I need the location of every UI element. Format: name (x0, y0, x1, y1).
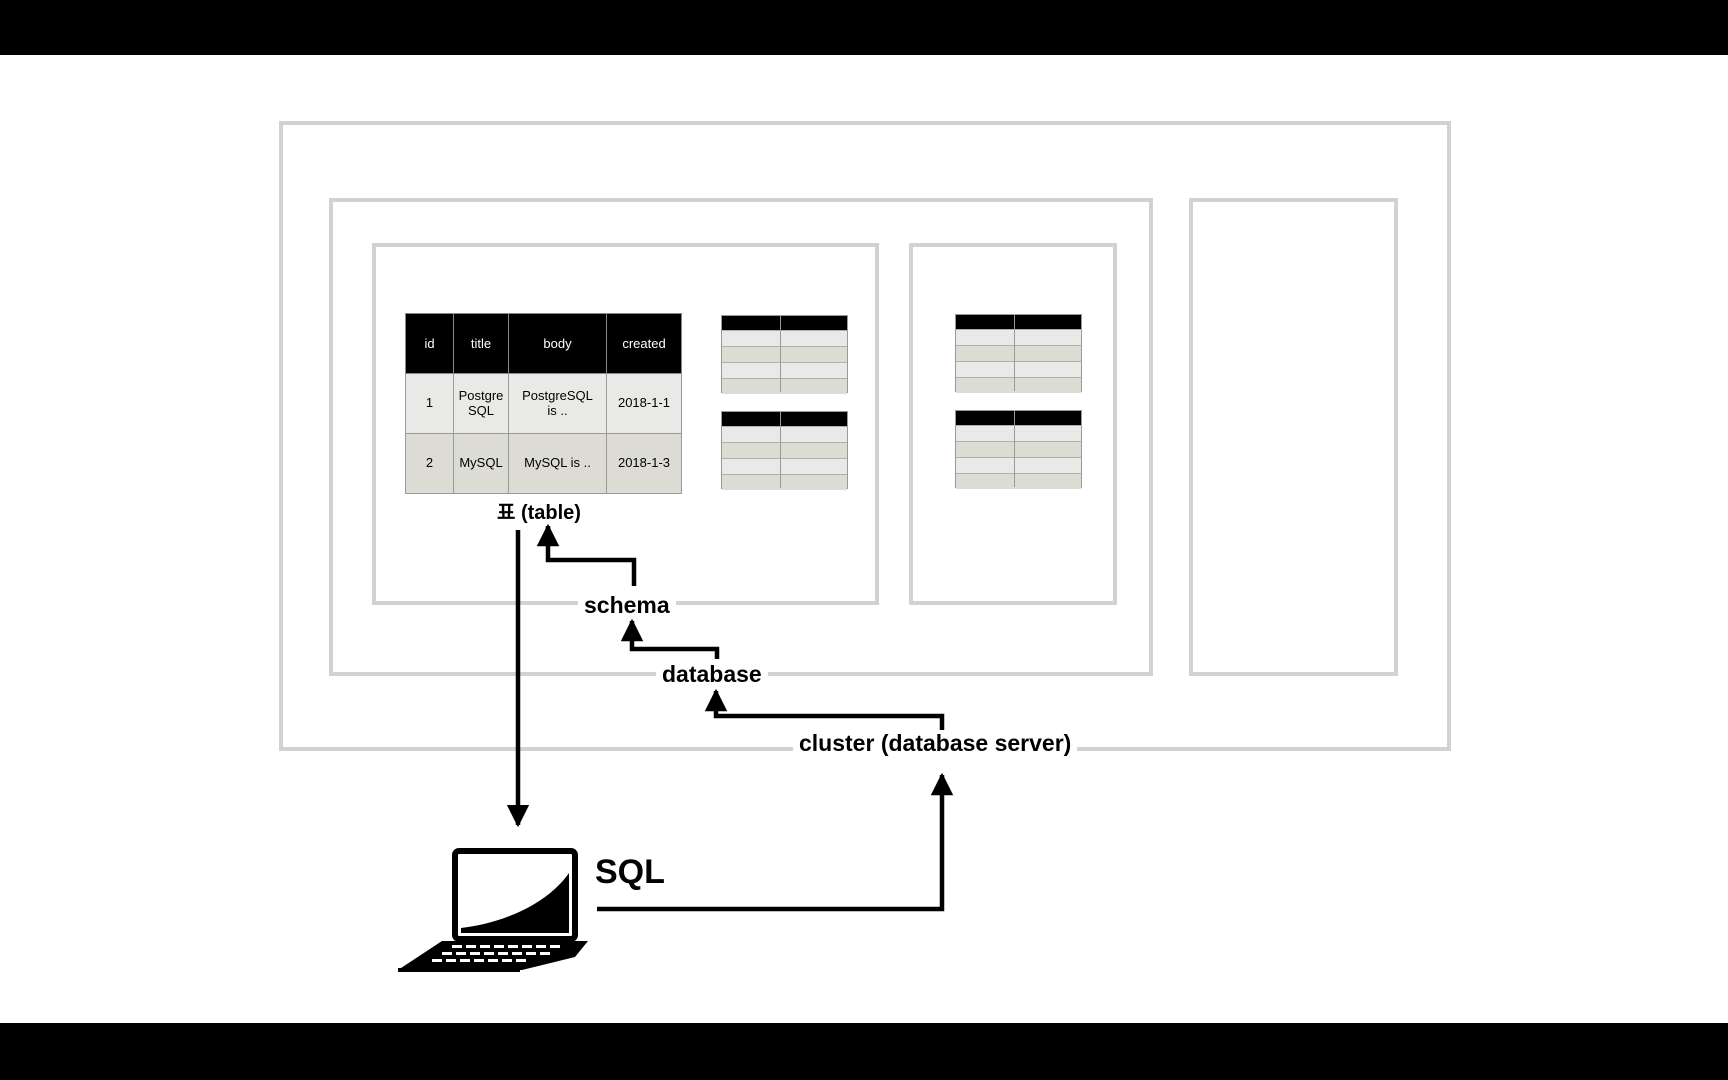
column-header: title (453, 313, 509, 374)
mini-table-row (722, 458, 847, 474)
schema-label: schema (578, 594, 676, 617)
mini-table-row (956, 441, 1081, 457)
mini-table (955, 314, 1082, 393)
mini-table-row (956, 361, 1081, 377)
arrow-database-to-schema (620, 618, 720, 659)
database-label: database (656, 663, 768, 686)
mini-table-row (956, 345, 1081, 361)
sample-table: id title body created 1 Postgre SQL Post… (405, 313, 682, 494)
table-cell: 2 (405, 433, 454, 494)
column-header: body (508, 313, 607, 374)
table-header-row: id title body created (405, 313, 682, 374)
database-box-2 (1189, 198, 1398, 676)
laptop-icon (398, 848, 588, 972)
table-cell: MySQL (453, 433, 509, 494)
mini-table-divider (780, 316, 781, 392)
table-cell: 2018-1-3 (606, 433, 682, 494)
table-cell: MySQL is .. (508, 433, 607, 494)
mini-table-divider (1014, 411, 1015, 487)
mini-table-row (722, 330, 847, 346)
mini-table-divider (780, 412, 781, 488)
mini-table-header (956, 411, 1081, 425)
mini-table-row (722, 442, 847, 458)
mini-table-row (722, 362, 847, 378)
table-label: 표 (table) (493, 503, 585, 523)
mini-table (721, 411, 848, 490)
table-cell: Postgre SQL (453, 373, 509, 434)
mini-table-row (722, 346, 847, 362)
sql-label: SQL (595, 853, 665, 891)
mini-table-divider (1014, 315, 1015, 391)
table-row: 2 MySQL MySQL is .. 2018-1-3 (405, 433, 682, 494)
schema-box-2 (909, 243, 1117, 605)
mini-table-row (956, 425, 1081, 441)
mini-table (955, 410, 1082, 489)
diagram-slide: id title body created 1 Postgre SQL Post… (0, 55, 1728, 1023)
mini-table-row (722, 474, 847, 490)
cluster-label: cluster (database server) (793, 732, 1078, 755)
table-cell: 2018-1-1 (606, 373, 682, 434)
mini-table-row (722, 378, 847, 394)
arrow-sql-to-cluster (597, 772, 954, 912)
mini-table-row (956, 457, 1081, 473)
table-cell: PostgreSQL is .. (508, 373, 607, 434)
arrows-layer (398, 523, 954, 972)
mini-table-header (956, 315, 1081, 329)
arrow-cluster-to-database (704, 688, 945, 730)
mini-table-header (722, 412, 847, 426)
mini-table-row (956, 473, 1081, 489)
column-header: created (606, 313, 682, 374)
mini-table-row (956, 329, 1081, 345)
mini-table (721, 315, 848, 394)
mini-table-header (722, 316, 847, 330)
table-row: 1 Postgre SQL PostgreSQL is .. 2018-1-1 (405, 373, 682, 434)
arrow-schema-to-table (536, 523, 637, 586)
mini-table-row (722, 426, 847, 442)
mini-table-row (956, 377, 1081, 393)
